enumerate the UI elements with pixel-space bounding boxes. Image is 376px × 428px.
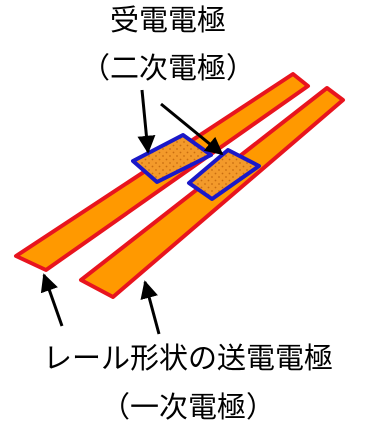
receiver-electrode-label: 受電電極 [109,3,226,37]
arrow-to-receiver-pad-right [160,102,224,156]
arrow-to-rail-right [140,280,161,335]
arrow-to-receiver-pad-left [137,89,156,154]
arrow-to-rail-left [40,273,64,327]
transmitter-electrode-sublabel: （一次電極） [100,390,275,424]
receiver-pad-right [187,148,261,201]
transmitter-electrode-label: レール形状の送電電極 [42,341,333,375]
receiver-electrode-sublabel: （二次電極） [80,51,255,85]
